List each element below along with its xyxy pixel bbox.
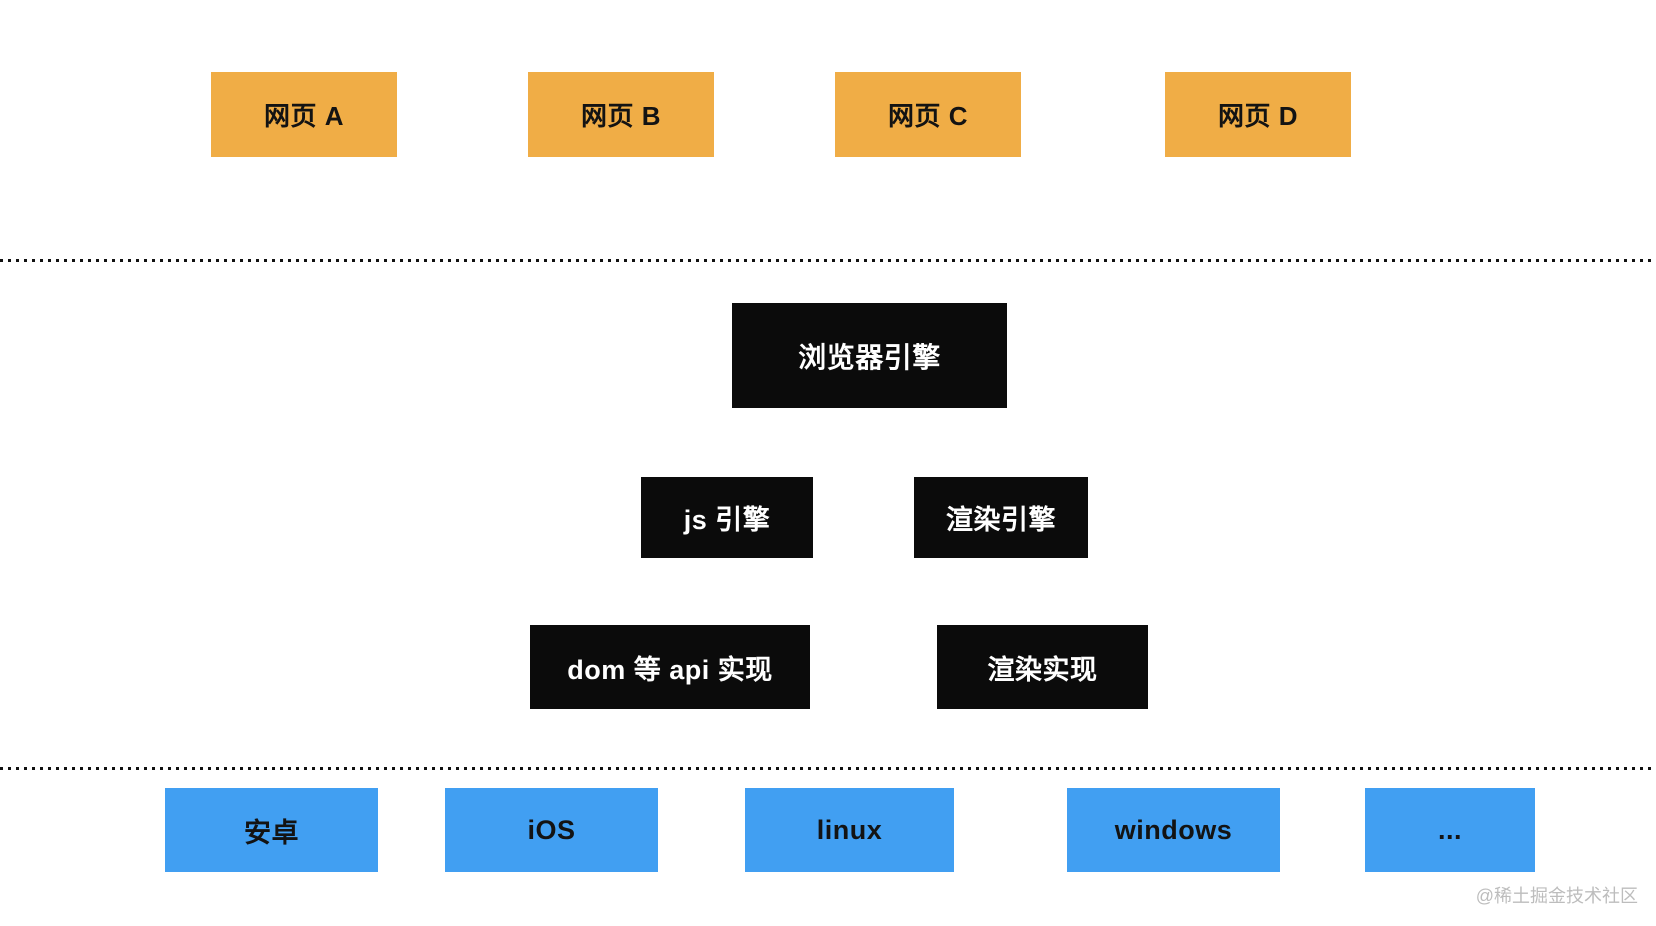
- webpage-box-b: 网页 B: [528, 72, 714, 157]
- render-implementation-box: 渲染实现: [937, 625, 1148, 709]
- js-engine-box: js 引擎: [641, 477, 813, 558]
- platform-box-android: 安卓: [165, 788, 378, 872]
- webpage-box-a: 网页 A: [211, 72, 397, 157]
- dotted-separator-bottom: [0, 767, 1656, 770]
- watermark-text: @稀土掘金技术社区: [1475, 886, 1638, 906]
- webpage-box-d: 网页 D: [1165, 72, 1351, 157]
- platform-box-ios: iOS: [445, 788, 658, 872]
- platform-box-windows: windows: [1067, 788, 1280, 872]
- platform-box-linux: linux: [745, 788, 954, 872]
- platform-box-more: ...: [1365, 788, 1535, 872]
- webpage-box-c: 网页 C: [835, 72, 1021, 157]
- dotted-separator-top: [0, 259, 1656, 262]
- browser-engine-box: 浏览器引擎: [732, 303, 1007, 408]
- render-engine-box: 渲染引擎: [914, 477, 1088, 558]
- dom-api-implementation-box: dom 等 api 实现: [530, 625, 810, 709]
